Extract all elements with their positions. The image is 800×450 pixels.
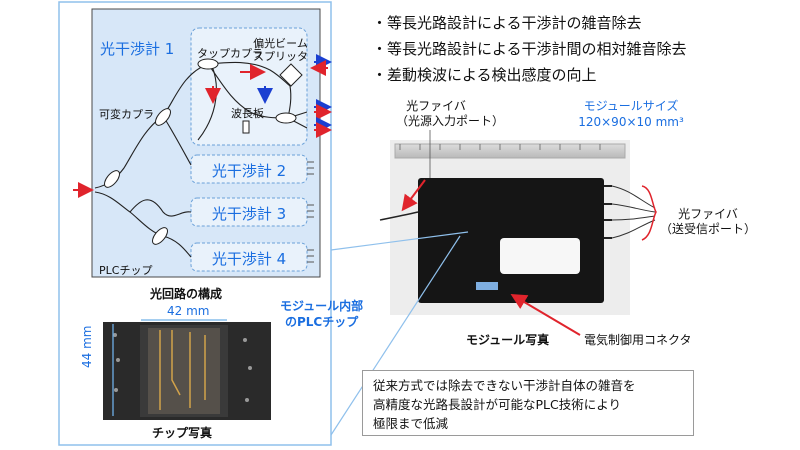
interferometer-4-box: [190, 242, 308, 272]
couplers: [104, 58, 297, 245]
plc-chip-label: PLCチップ: [99, 264, 153, 277]
note-line-2: 高精度な光路長設計が可能なPLC技術により: [373, 397, 621, 412]
interferometer-2-box: [190, 154, 308, 184]
variable-coupler-label: 可変カプラ: [99, 108, 154, 121]
internal-chip-label: モジュール内部のPLCチップ: [280, 299, 364, 329]
fiber-out-label: 光ファイバ（送受信ポート）: [660, 207, 757, 236]
waveplate: [242, 120, 250, 134]
note-line-1: 従来方式では除去できない干渉計自体の雑音を: [373, 378, 636, 393]
pbs-diamond: [279, 63, 303, 87]
module-caption: モジュール写真: [466, 333, 550, 347]
leader-chip-to-module: [330, 231, 469, 251]
interferometer-3-label: 光干渉計 3: [211, 205, 287, 223]
bullet-1: ・等長光路設計による干渉計の雑音除去: [372, 14, 642, 32]
chip-photo: [103, 322, 271, 420]
circuit-caption: 光回路の構成: [150, 287, 223, 301]
chip-height-label: 44 mm: [80, 325, 94, 368]
module-photo: [379, 140, 656, 315]
waveplate-label: 波長板: [231, 107, 264, 120]
chip-caption: チップ写真: [152, 426, 213, 440]
chip-width-label: 42 mm: [167, 304, 210, 318]
tap-coupler-label: タップカプラ: [197, 47, 263, 60]
summary-note: 従来方式では除去できない干渉計自体の雑音を 高精度な光路長設計が可能なPLC技術…: [362, 370, 694, 436]
fiber-brace: [641, 185, 657, 241]
interferometer-1-label: 光干渉計 1: [100, 40, 175, 58]
fiber-in-label: 光ファイバ（光源入力ポート）: [396, 99, 505, 128]
bullet-2: ・等長光路設計による干渉計間の相対雑音除去: [372, 40, 687, 58]
interferometer-2-label: 光干渉計 2: [211, 162, 287, 180]
note-line-3: 極限まで低減: [373, 416, 449, 431]
port-ticks: [307, 161, 314, 263]
interferometer-3-box: [190, 197, 308, 227]
bullet-3: ・差動検波による検出感度の向上: [372, 66, 597, 84]
connector-label: 電気制御用コネクタ: [584, 333, 692, 347]
connector-arrow: [510, 293, 581, 336]
outer-frame: [58, 1, 332, 446]
pbs-label: 偏光ビームスプリッタ: [253, 37, 308, 63]
interferometer-4-label: 光干渉計 4: [211, 250, 287, 268]
leader-chip-down: [330, 235, 461, 436]
fiber-in-arrow: [401, 179, 426, 212]
